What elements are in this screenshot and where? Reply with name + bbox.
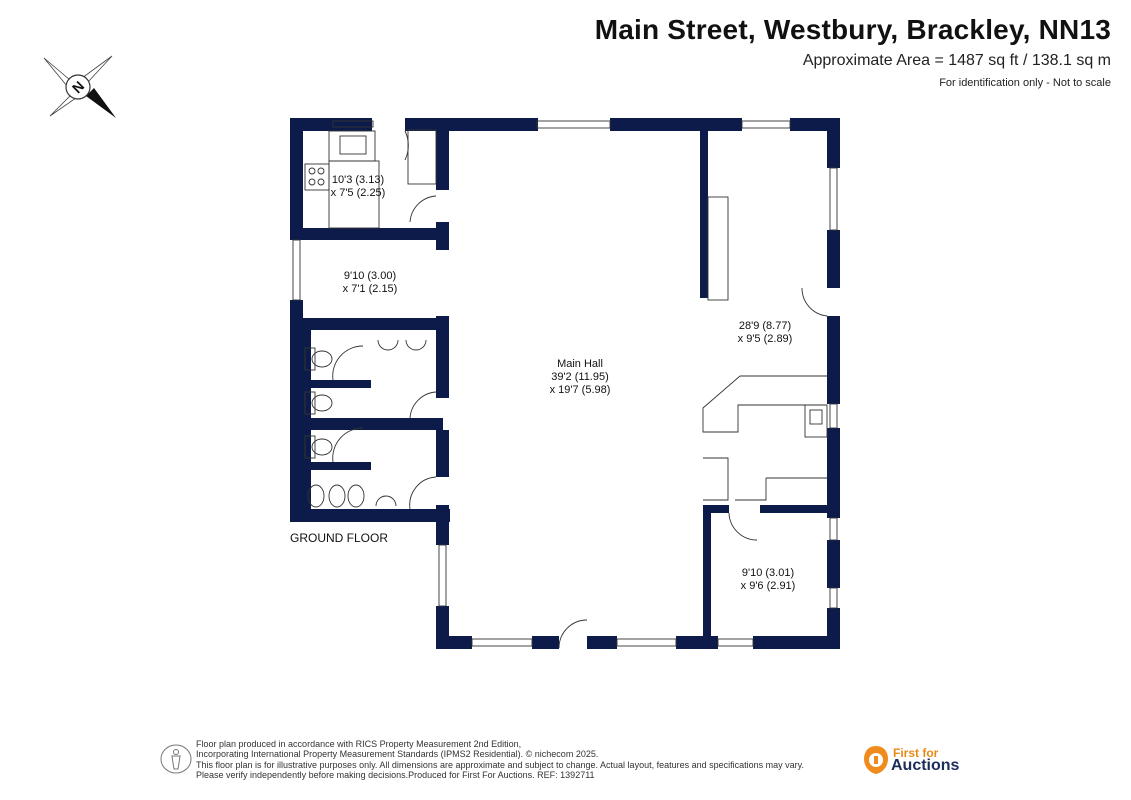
walls [290,118,840,649]
person-icon [160,744,192,774]
room-label-kitchen: 10'3 (3.13) x 7'5 (2.25) [328,174,388,200]
room-dimension-2: x 9'6 (2.91) [740,580,796,592]
approximate-area: Approximate Area = 1487 sq ft / 138.1 sq… [802,52,1111,69]
room-dimension-2: x 7'5 (2.25) [330,187,386,199]
compass-icon: N [43,55,116,118]
disclaimer-line: Incorporating International Property Mea… [196,749,599,760]
page-title: Main Street, Westbury, Brackley, NN13 [594,14,1111,45]
logo-text-small: First for [893,746,939,760]
disclaimer-line: Please verify independently before makin… [196,769,595,780]
room-dimension-1: 9'10 (3.00) [343,270,397,282]
room-dimension-2: x 7'1 (2.15) [342,283,398,295]
room-label-south-room: 9'10 (3.01) x 9'6 (2.91) [728,567,808,593]
disclaimer-line: This floor plan is for illustrative purp… [196,759,804,770]
disclaimer: Floor plan produced in accordance with R… [196,739,804,780]
room-label-store: 9'10 (3.00) x 7'1 (2.15) [330,270,410,296]
floor-label: GROUND FLOOR [290,531,389,545]
room-dimension-2: x 9'5 (2.89) [737,333,793,345]
logo-text-big: Auctions [891,757,960,774]
room-dimension-2: x 19'7 (5.98) [549,384,611,396]
room-name: Main Hall [557,358,603,370]
room-dimension-1: 28'9 (8.77) [738,320,792,332]
room-dimension-1: 10'3 (3.13) [331,174,385,186]
disclaimer-line: Floor plan produced in accordance with R… [196,739,522,749]
room-label-east-room: 28'9 (8.77) x 9'5 (2.89) [725,320,805,346]
fixtures [292,120,838,649]
room-dimension-1: 39'2 (11.95) [551,371,609,383]
first-for-auctions-logo-icon [864,746,888,774]
room-dimension-1: 9'10 (3.01) [741,567,795,579]
scale-note: For identification only - Not to scale [939,77,1111,89]
room-label-main-hall: Main Hall 39'2 (11.95) x 19'7 (5.98) [530,358,630,397]
